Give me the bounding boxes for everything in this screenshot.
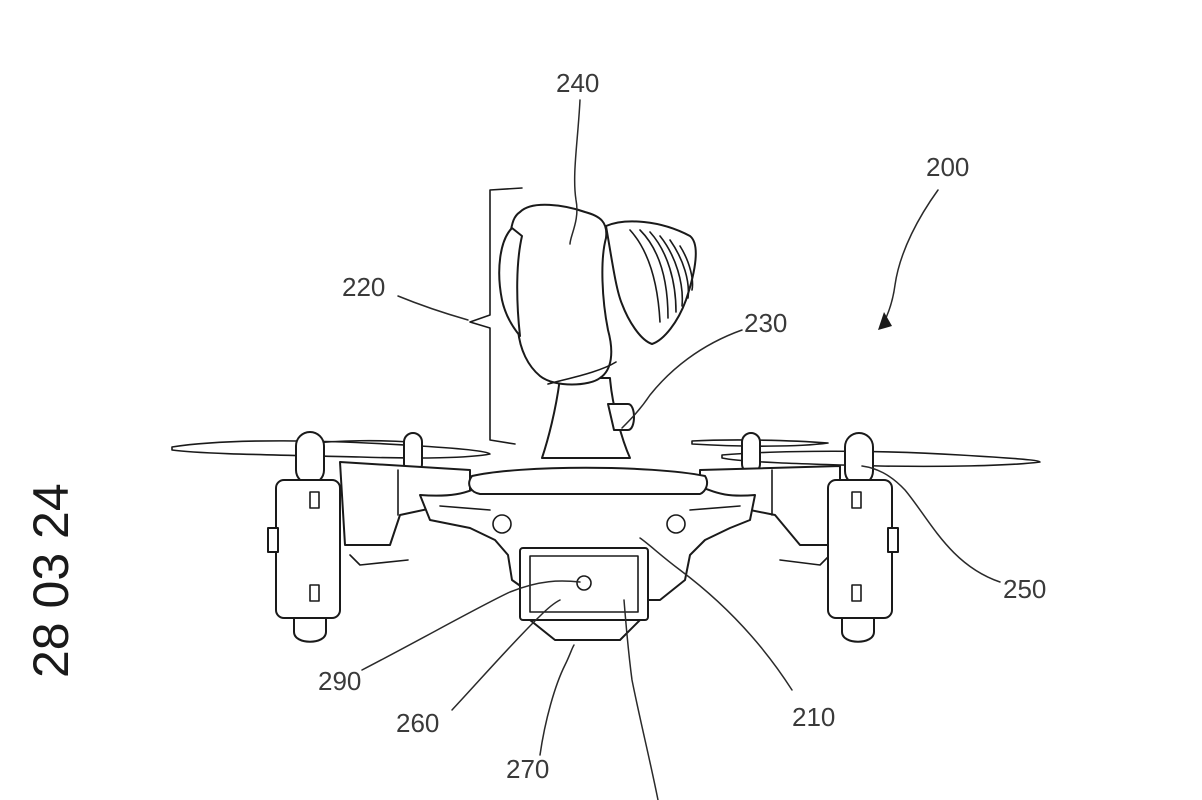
ref-250: 250 [1003, 574, 1046, 604]
ref-230: 230 [744, 308, 787, 338]
drone-body [419, 466, 756, 601]
propeller-left [171, 439, 491, 459]
ref-290: 290 [318, 666, 361, 696]
ref-270: 270 [506, 754, 549, 784]
date-stamp: 28 03 24 [23, 483, 79, 678]
rear-motor-right [741, 432, 761, 474]
ref-220: 220 [342, 272, 385, 302]
figurine [498, 203, 697, 459]
arrow-200 [878, 312, 892, 330]
ref-260: 260 [396, 708, 439, 738]
ref-200: 200 [926, 152, 969, 182]
ref-210: 210 [792, 702, 835, 732]
motor-pod-left [267, 431, 341, 643]
ref-240: 240 [556, 68, 599, 98]
figurine-bracket [469, 187, 523, 445]
camera-module [519, 547, 649, 641]
leader-lines [361, 99, 1001, 800]
motor-pod-right [827, 432, 899, 643]
arm-left [339, 461, 471, 566]
